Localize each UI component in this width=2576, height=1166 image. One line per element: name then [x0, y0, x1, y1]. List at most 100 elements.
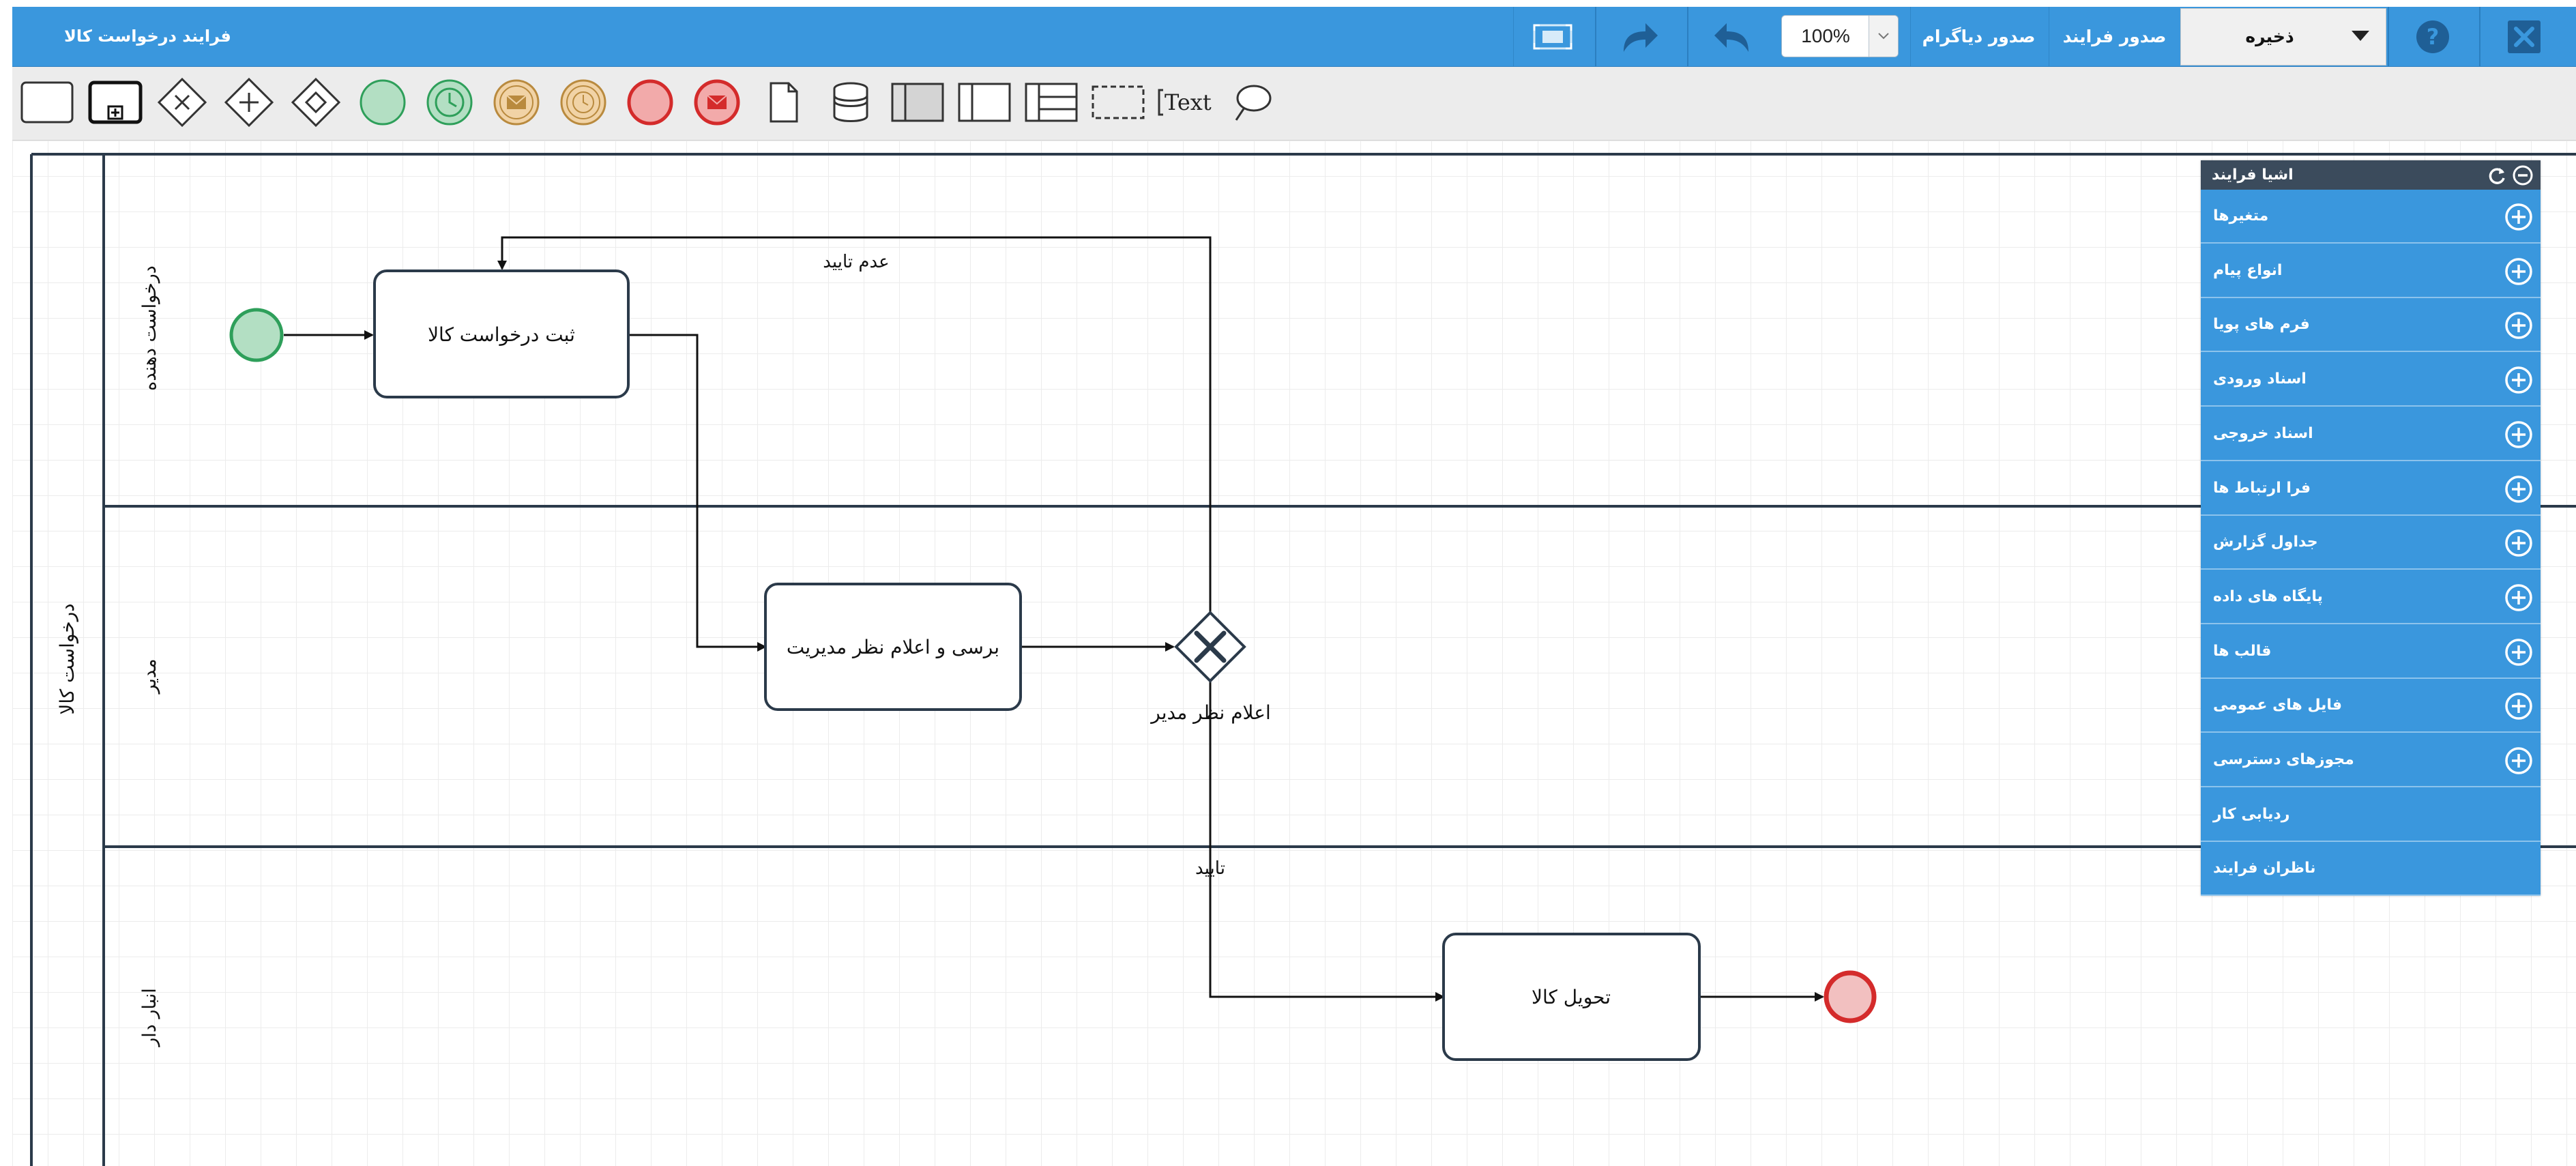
start-event-tool[interactable]: [353, 75, 412, 130]
start-timer-event-tool[interactable]: [420, 75, 479, 130]
fit-screen-icon: [1533, 24, 1572, 49]
timer-start-icon: [426, 79, 473, 126]
process-title: فرایند درخواست کالا: [64, 27, 231, 46]
panel-item-variables[interactable]: متغیرها: [2201, 190, 2541, 244]
end-event-icon: [627, 79, 673, 126]
vertical-pool-tool[interactable]: [955, 75, 1014, 130]
add-icon[interactable]: [2504, 310, 2534, 340]
add-icon[interactable]: [2504, 637, 2534, 667]
end-message-event-tool[interactable]: [688, 75, 746, 130]
parallel-gateway-icon: [224, 77, 274, 128]
comment-icon: [1235, 85, 1272, 121]
task-manager-review[interactable]: برسی و اعلام نظر مدیریت: [764, 583, 1022, 711]
undo-button[interactable]: [1687, 7, 1776, 66]
task-tool[interactable]: [18, 75, 76, 130]
data-store-tool[interactable]: [821, 75, 880, 130]
export-diagram-button[interactable]: صدور دیاگرام: [1910, 7, 2047, 66]
lane-manager[interactable]: مدیر: [139, 658, 160, 695]
data-store-icon: [833, 82, 868, 122]
comment-tool[interactable]: [1223, 75, 1281, 130]
subprocess-shape-icon: [88, 81, 143, 124]
group-icon: [1092, 85, 1145, 119]
panel-item-message-types[interactable]: انواع پیام: [2201, 244, 2541, 298]
task-review-label: برسی و اعلام نظر مدیریت: [787, 636, 999, 658]
zoom-select[interactable]: 100%: [1781, 15, 1899, 57]
horizontal-pool-tool[interactable]: [888, 75, 947, 130]
panel-item-label: ناظران فرایند: [2213, 860, 2316, 877]
panel-item-label: انواع پیام: [2213, 261, 2283, 279]
intermediate-timer-event-tool[interactable]: [554, 75, 613, 130]
add-icon[interactable]: [2504, 528, 2534, 558]
end-event[interactable]: [1824, 970, 1877, 1023]
lane-warehouse[interactable]: انبار دار: [139, 988, 160, 1048]
svg-text:?: ?: [2427, 24, 2440, 50]
add-icon[interactable]: [2504, 746, 2534, 776]
panel-item-access-permissions[interactable]: مجوزهای دسترسی: [2201, 733, 2541, 787]
end-event-tool[interactable]: [621, 75, 679, 130]
panel-item-databases[interactable]: پایگاه های داده: [2201, 570, 2541, 624]
flow-reject[interactable]: [497, 236, 1212, 613]
panel-item-label: ردیابی کار: [2213, 805, 2290, 823]
add-icon[interactable]: [2504, 202, 2534, 232]
inclusive-gateway-tool[interactable]: [287, 75, 345, 130]
group-tool[interactable]: [1089, 75, 1147, 130]
add-icon[interactable]: [2504, 257, 2534, 287]
panel-item-input-documents[interactable]: اسناد ورودی: [2201, 353, 2541, 407]
panel-item-label: مجوزهای دسترسی: [2213, 751, 2354, 768]
flow-approve[interactable]: [1209, 681, 1445, 1002]
lane-manager-label: مدیر: [139, 658, 160, 695]
task-register-request[interactable]: ثبت درخواست کالا: [373, 269, 630, 398]
panel-item-process-supervisors[interactable]: ناظران فرایند: [2201, 842, 2541, 897]
task-deliver-goods[interactable]: تحویل کالا: [1442, 933, 1701, 1061]
collapse-icon[interactable]: [2512, 164, 2534, 186]
panel-item-connectors[interactable]: فرا ارتباط ها: [2201, 462, 2541, 516]
panel-item-label: فرم های پویا: [2213, 316, 2310, 334]
panel-item-public-files[interactable]: فایل های عمومی: [2201, 679, 2541, 733]
help-button[interactable]: ?: [2388, 7, 2476, 66]
vertical-pool-icon: [958, 83, 1011, 122]
redo-icon: [1624, 23, 1658, 52]
intermediate-timer-icon: [560, 79, 606, 126]
panel-item-output-documents[interactable]: اسناد خروجی: [2201, 407, 2541, 461]
lane-requester[interactable]: درخواست دهنده: [139, 265, 160, 391]
refresh-icon[interactable]: [2486, 164, 2508, 186]
exclusive-gateway[interactable]: [1174, 611, 1246, 683]
flow-approve-label: تایید: [1195, 858, 1225, 879]
lane-tool[interactable]: [1022, 75, 1081, 130]
subprocess-tool[interactable]: [86, 75, 145, 130]
add-icon[interactable]: [2504, 420, 2534, 450]
text-tool-label: Text: [1165, 89, 1212, 115]
zoom-value: 100%: [1801, 25, 1850, 46]
data-object-tool[interactable]: [755, 75, 813, 130]
close-button[interactable]: [2479, 7, 2568, 66]
panel-item-report-tables[interactable]: جداول گزارش: [2201, 516, 2541, 570]
diagram-canvas[interactable]: درخواست کالا درخواست دهنده مدیر انبار دا…: [12, 141, 2576, 1166]
exclusive-gateway-tool[interactable]: [153, 75, 211, 130]
add-icon[interactable]: [2504, 691, 2534, 721]
header-bar: فرایند درخواست کالا 100%: [12, 7, 2576, 67]
start-event-icon: [360, 79, 406, 126]
close-icon: [2508, 20, 2541, 53]
start-message-event-tool[interactable]: [487, 75, 546, 130]
shape-toolbar: Text: [12, 67, 2576, 141]
pool[interactable]: درخواست کالا: [30, 153, 2576, 1166]
bpmn-diagram: درخواست کالا درخواست دهنده مدیر انبار دا…: [30, 153, 2576, 1166]
flow-register-to-review[interactable]: [628, 334, 767, 652]
panel-item-task-tracking[interactable]: ردیابی کار: [2201, 788, 2541, 842]
start-event[interactable]: [229, 308, 284, 362]
export-process-button[interactable]: صدور فرایند: [2049, 7, 2180, 66]
redo-button[interactable]: [1595, 7, 1684, 66]
add-icon[interactable]: [2504, 583, 2534, 613]
panel-item-templates[interactable]: قالب ها: [2201, 625, 2541, 679]
panel-item-dynamic-forms[interactable]: فرم های پویا: [2201, 298, 2541, 353]
undo-icon: [1714, 23, 1748, 52]
add-icon[interactable]: [2504, 474, 2534, 504]
save-dropdown[interactable]: ذخیره: [2180, 8, 2386, 65]
fit-to-screen-button[interactable]: [1513, 7, 1592, 66]
parallel-gateway-tool[interactable]: [220, 75, 278, 130]
lane-requester-label: درخواست دهنده: [139, 265, 160, 391]
zoom-dropdown-arrow[interactable]: [1869, 16, 1898, 57]
text-annotation-tool[interactable]: Text: [1156, 75, 1214, 130]
add-icon[interactable]: [2504, 365, 2534, 395]
